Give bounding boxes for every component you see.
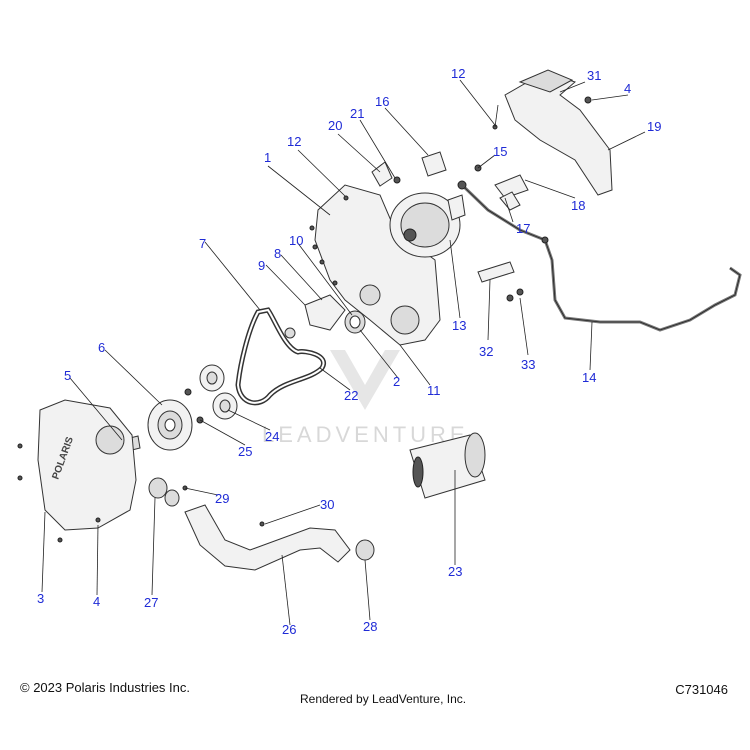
watermark-logo-icon	[330, 350, 400, 410]
callout-29: 29	[215, 491, 229, 506]
callout-3: 3	[37, 591, 44, 606]
callout-4-bottom: 4	[93, 594, 100, 609]
watermark: LEADVENTURE	[262, 350, 469, 447]
copyright-text: © 2023 Polaris Industries Inc.	[20, 680, 190, 695]
callout-22: 22	[344, 388, 358, 403]
coolant-hose	[148, 477, 375, 571]
callout-24: 24	[265, 429, 279, 444]
upper-brackets	[371, 151, 447, 187]
callout-33: 33	[521, 357, 535, 372]
callout-26: 26	[282, 622, 296, 637]
callout-25: 25	[238, 444, 252, 459]
bracket-32	[477, 261, 524, 302]
heat-shield	[492, 69, 613, 196]
crank-pulley	[147, 399, 193, 451]
callout-1: 1	[264, 150, 271, 165]
callout-32: 32	[479, 344, 493, 359]
callout-6: 6	[98, 340, 105, 355]
callout-16: 16	[375, 94, 389, 109]
callout-10: 10	[289, 233, 303, 248]
callout-4-top: 4	[624, 81, 631, 96]
idler-pulleys	[184, 364, 238, 424]
callout-23: 23	[448, 564, 462, 579]
callout-2: 2	[393, 374, 400, 389]
rendered-by-text: Rendered by LeadVenture, Inc.	[300, 692, 467, 706]
callout-7: 7	[199, 236, 206, 251]
callout-5: 5	[64, 368, 71, 383]
callout-12-top: 12	[451, 66, 465, 81]
front-cover: POLARIS	[17, 399, 137, 543]
mid-brackets	[474, 164, 529, 211]
callout-21: 21	[350, 106, 364, 121]
leader-lines	[41, 79, 646, 626]
callout-12-left: 12	[287, 134, 301, 149]
drive-belt	[235, 307, 326, 406]
callout-9: 9	[258, 258, 265, 273]
callout-30: 30	[320, 497, 334, 512]
callout-20: 20	[328, 118, 342, 133]
callout-31: 31	[587, 68, 601, 83]
seal	[344, 310, 366, 334]
alternator	[389, 192, 466, 258]
callout-28: 28	[363, 619, 377, 634]
callouts: 1 2 3 4 4 5 6 7 8 9 10 11 12 12 13 14 15…	[37, 66, 661, 637]
diagram-code: C731046	[675, 682, 728, 697]
callout-17: 17	[516, 221, 530, 236]
wiring-harness	[457, 180, 742, 332]
callout-11: 11	[427, 383, 441, 398]
callout-27: 27	[144, 595, 158, 610]
callout-8: 8	[274, 246, 281, 261]
timing-cover	[309, 184, 441, 346]
callout-19: 19	[647, 119, 661, 134]
ac-compressor	[409, 432, 486, 499]
callout-14: 14	[582, 370, 596, 385]
callout-15: 15	[493, 144, 507, 159]
callout-18: 18	[571, 198, 585, 213]
callout-13: 13	[452, 318, 466, 333]
watermark-text: LEADVENTURE	[262, 422, 469, 447]
tensioner	[284, 294, 346, 339]
